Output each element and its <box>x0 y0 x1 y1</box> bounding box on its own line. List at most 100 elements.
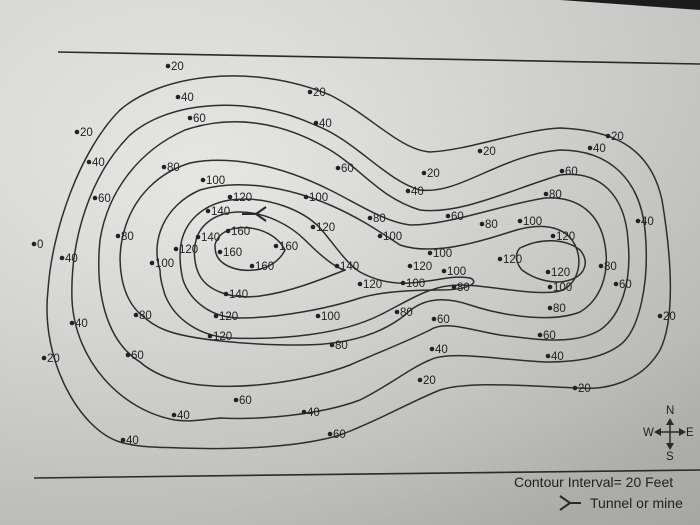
tunnel-symbol-icon <box>242 206 267 222</box>
elevation-point <box>217 249 223 255</box>
elevation-label: 20 <box>663 311 676 323</box>
contour-120-west <box>179 198 475 319</box>
elevation-label: 40 <box>65 253 78 265</box>
legend-tunnel-label: Tunnel or mine <box>590 495 683 511</box>
elevation-label: 20 <box>80 127 93 139</box>
elevation-label: 0 <box>37 239 43 251</box>
elevation-label: 60 <box>239 395 252 407</box>
elevation-point <box>613 281 619 287</box>
elevation-label: 100 <box>523 216 542 228</box>
elevation-label: 80 <box>457 282 470 294</box>
elevation-label: 60 <box>451 211 464 223</box>
elevation-label: 40 <box>593 143 606 155</box>
elevation-point <box>223 291 229 297</box>
elevation-point <box>427 250 433 256</box>
elevation-point <box>69 320 75 326</box>
elevation-point <box>59 255 65 261</box>
elevation-label: 120 <box>179 244 198 256</box>
elevation-point <box>545 269 551 275</box>
elevation-point <box>605 133 611 139</box>
elevation-label: 120 <box>219 311 238 323</box>
elevation-point <box>307 89 313 95</box>
elevation-label: 120 <box>503 254 522 266</box>
elevation-point <box>421 170 427 176</box>
elevation-point <box>477 148 483 154</box>
elevation-label: 120 <box>233 192 252 204</box>
elevation-point <box>315 313 321 319</box>
elevation-label: 40 <box>551 351 564 363</box>
compass-west-label: W <box>643 427 654 439</box>
elevation-label: 80 <box>549 189 562 201</box>
elevation-label: 40 <box>75 318 88 330</box>
elevation-point <box>545 353 551 359</box>
elevation-label: 80 <box>604 261 617 273</box>
elevation-label: 40 <box>92 157 105 169</box>
elevation-point <box>207 333 213 339</box>
elevation-label: 60 <box>193 113 206 125</box>
elevation-point <box>165 63 171 69</box>
elevation-label: 80 <box>121 231 134 243</box>
elevation-point <box>200 177 206 183</box>
compass-rose: N S E W <box>643 405 694 463</box>
elevation-label: 80 <box>139 310 152 322</box>
legend: Contour Interval= 20 Feet Tunnel or mine <box>514 474 683 511</box>
elevation-label: 80 <box>373 213 386 225</box>
elevation-point <box>205 208 211 214</box>
elevation-label: 20 <box>578 383 591 395</box>
elevation-point <box>334 263 340 269</box>
elevation-point <box>41 355 47 361</box>
contour-60 <box>98 121 630 388</box>
contour-120-east <box>515 240 586 283</box>
elevation-label: 100 <box>447 266 466 278</box>
contour-20 <box>46 75 672 450</box>
elevation-point <box>273 243 279 249</box>
elevation-label: 160 <box>231 226 250 238</box>
elevation-label: 120 <box>363 279 382 291</box>
elevation-label: 20 <box>611 131 624 143</box>
contour-40 <box>71 104 648 422</box>
elevation-point <box>598 263 604 269</box>
elevation-point <box>417 377 423 383</box>
elevation-label: 20 <box>47 353 60 365</box>
elevation-label: 40 <box>126 435 139 447</box>
elevation-label: 120 <box>551 267 570 279</box>
elevation-point <box>543 191 549 197</box>
contour-140 <box>193 211 346 298</box>
elevation-point <box>377 233 383 239</box>
elevation-label: 140 <box>340 261 359 273</box>
elevation-label: 100 <box>321 311 340 323</box>
elevation-point <box>225 228 231 234</box>
elevation-labels: 2020202020202020202040404040404040404040… <box>31 61 676 447</box>
elevation-label: 100 <box>553 282 572 294</box>
elevation-label: 60 <box>565 166 578 178</box>
elevation-label: 120 <box>316 222 335 234</box>
elevation-label: 100 <box>206 175 225 187</box>
elevation-point <box>120 437 126 443</box>
map-bottom-border <box>33 469 700 479</box>
elevation-point <box>115 233 121 239</box>
elevation-point <box>657 313 663 319</box>
elevation-point <box>335 165 341 171</box>
elevation-label: 40 <box>641 216 654 228</box>
elevation-label: 80 <box>553 303 566 315</box>
elevation-point <box>587 145 593 151</box>
elevation-point <box>125 352 131 358</box>
contour-100 <box>156 184 580 340</box>
elevation-point <box>405 188 411 194</box>
elevation-label: 80 <box>335 340 348 352</box>
elevation-point <box>249 263 255 269</box>
contour-lines <box>46 75 672 450</box>
elevation-point <box>173 246 179 252</box>
elevation-point <box>479 221 485 227</box>
elevation-point <box>550 233 556 239</box>
elevation-point <box>357 281 363 287</box>
elevation-label: 40 <box>307 407 320 419</box>
elevation-label: 40 <box>435 344 448 356</box>
elevation-point <box>635 218 641 224</box>
elevation-point <box>133 312 139 318</box>
elevation-point <box>175 94 181 100</box>
elevation-label: 120 <box>556 231 575 243</box>
elevation-label: 20 <box>313 87 326 99</box>
